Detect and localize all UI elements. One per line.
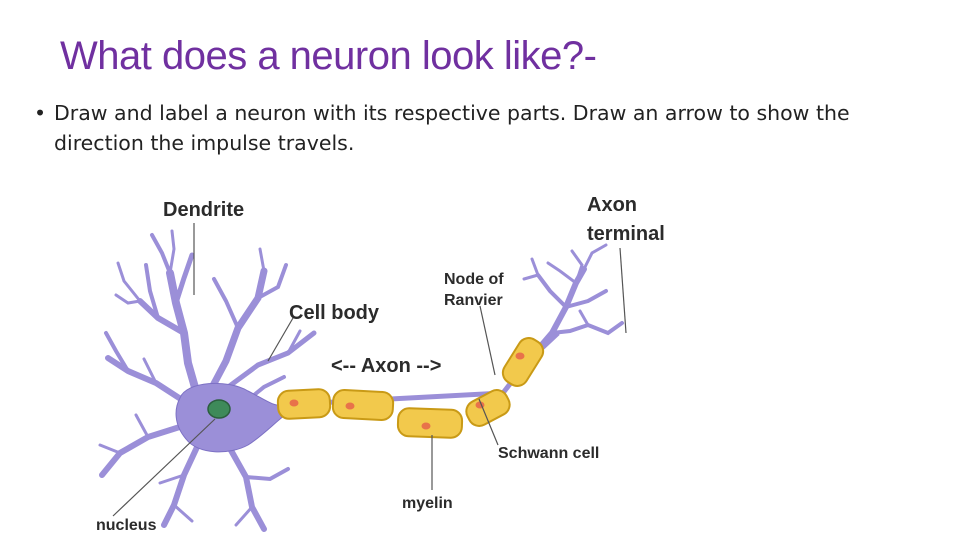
label-node-line2: Ranvier [444,292,503,309]
axon-terminal-branches [522,243,624,364]
schwann-nucleus [421,422,431,430]
dendrites [98,229,317,532]
myelin-segment [501,337,545,387]
myelin-sheath [276,337,545,439]
myelin-segment [276,388,332,420]
label-myelin: myelin [402,495,453,512]
bullet-text: Draw and label a neuron with its respect… [54,101,850,155]
myelin-segment [331,389,395,421]
label-axon-terminal-line1: Axon [587,194,637,216]
schwann-nucleus [289,399,299,407]
myelin-segment [465,389,511,427]
cell-body [175,382,294,453]
nucleus-shape [207,399,231,419]
instruction-bullet: • Draw and label a neuron with its respe… [34,98,914,158]
label-axon: <-- Axon --> [331,355,441,377]
label-schwann-cell: Schwann cell [498,445,599,462]
myelin-segment [396,407,464,439]
label-dendrite: Dendrite [163,199,244,221]
label-cell-body: Cell body [289,302,380,324]
bullet-dot: • [34,101,47,125]
leader-lines [112,223,627,517]
label-nucleus: nucleus [96,517,157,533]
label-axon-terminal-line2: terminal [587,223,665,245]
slide-title: What does a neuron look like?- [60,34,597,78]
label-node-line1: Node of [444,271,504,288]
neuron-diagram: Dendrite Cell body <-- Axon --> Node of … [96,194,665,533]
schwann-nucleus [345,402,355,410]
schwann-nucleus [515,352,525,360]
